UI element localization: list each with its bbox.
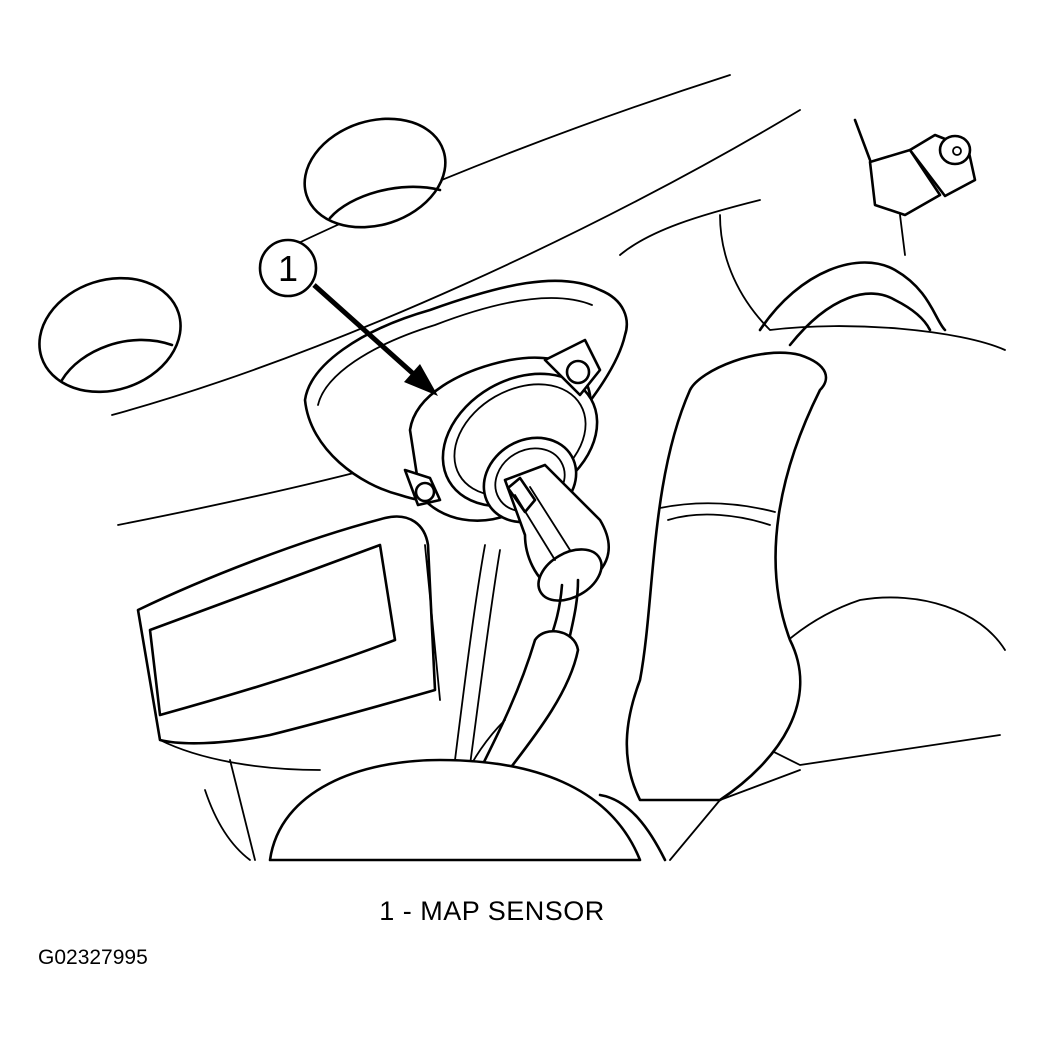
line-drawing: 1 bbox=[38, 74, 1006, 862]
callout-number: 1 bbox=[278, 248, 298, 289]
map-sensor-illustration: 1 bbox=[38, 74, 1006, 862]
callout-arrowhead bbox=[404, 364, 438, 396]
main-hose bbox=[625, 351, 828, 802]
callout-1: 1 bbox=[258, 238, 438, 396]
intake-port-right bbox=[303, 117, 447, 229]
engine-surface-right bbox=[719, 214, 1006, 351]
caption-text: 1 - MAP SENSOR bbox=[379, 896, 605, 926]
mounting-bolt bbox=[565, 359, 591, 385]
manifold-rib-edge bbox=[619, 199, 761, 256]
intake-port-left bbox=[38, 276, 182, 394]
vacuum-hose-loop bbox=[758, 261, 947, 347]
throttle-body bbox=[136, 515, 441, 771]
lower-plenum bbox=[204, 758, 667, 862]
figure-id: G02327995 bbox=[38, 946, 148, 969]
harness-left bbox=[454, 544, 486, 761]
mounting-bolt bbox=[414, 481, 436, 503]
sensor-connector bbox=[503, 463, 610, 602]
figure-caption: 1 - MAP SENSOR bbox=[0, 896, 1044, 927]
callout-arrow-shaft bbox=[312, 283, 420, 380]
stud-fitting bbox=[853, 118, 977, 256]
sensor-wiring bbox=[459, 578, 580, 791]
callout-circle bbox=[258, 238, 318, 298]
manifold-contour-middle bbox=[111, 109, 801, 416]
